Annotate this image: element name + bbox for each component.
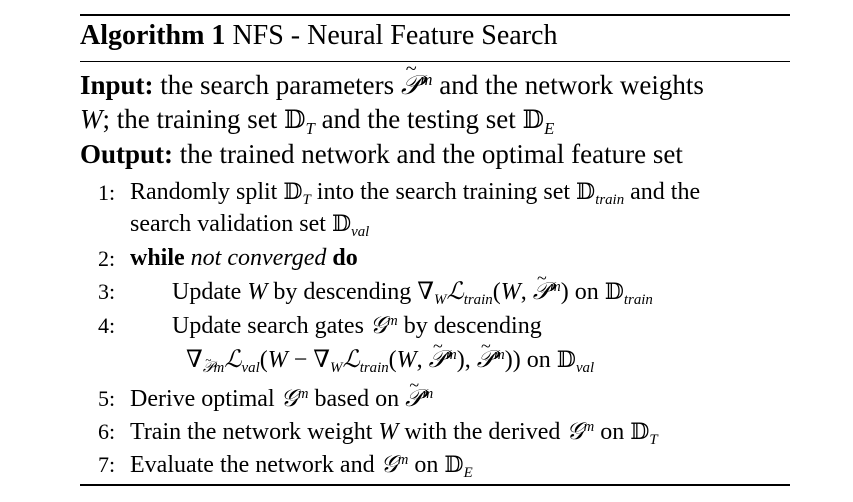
bottom-rule [80, 484, 790, 486]
math-dt: 𝔻 [283, 105, 306, 134]
step-number: 2: [98, 246, 116, 271]
step-4-line-1: Update search gates 𝒢m by descending [172, 311, 542, 339]
input-text: ; the training set [102, 104, 278, 134]
algorithm-title: NFS - Neural Feature Search [232, 20, 558, 51]
step-1-line-2: search validation set 𝔻val [130, 211, 370, 241]
input-text: and the network weights [439, 70, 704, 100]
step-number: 3: [98, 279, 116, 304]
input-label: Input: [80, 70, 154, 100]
math-p-tilde: 𝒫 [401, 72, 420, 99]
step-2-line: while not converged do [130, 245, 358, 271]
output-text: the trained network and the optimal feat… [179, 139, 683, 169]
input-line-2: W; the training set 𝔻T and the testing s… [80, 104, 555, 138]
output-label: Output: [80, 139, 174, 169]
input-text: and the testing set [321, 104, 516, 134]
step-1-line-1: Randomly split 𝔻T into the search traini… [130, 179, 701, 209]
step-number: 6: [98, 419, 116, 444]
algorithm-label: Algorithm 1 [80, 20, 226, 51]
step-4-line-2: ∇𝒫mℒval(W − ∇Wℒtrain(W, 𝒫m), 𝒫m)) on 𝔻va… [186, 347, 594, 376]
input-line-1: Input: the search parameters 𝒫m and the … [80, 70, 704, 100]
step-3-line: Update W by descending ∇Wℒtrain(W, 𝒫m) o… [172, 279, 653, 308]
step-6-line: Train the network weight W with the deri… [130, 417, 658, 449]
step-number: 1: [98, 180, 116, 205]
step-5-line: Derive optimal 𝒢m based on 𝒫m [130, 386, 433, 411]
math-de: 𝔻 [522, 105, 545, 134]
math-w: W [80, 104, 103, 134]
step-number: 4: [98, 313, 116, 338]
step-7-line: Evaluate the network and 𝒢m on 𝔻E [130, 450, 473, 482]
step-number: 5: [98, 386, 116, 411]
top-rule [80, 14, 790, 16]
step-number: 7: [98, 452, 116, 477]
input-text: the search parameters [160, 70, 395, 100]
output-line: Output: the trained network and the opti… [80, 141, 683, 168]
caption-rule [80, 61, 790, 62]
algorithm-caption: Algorithm 1 NFS - Neural Feature Search [80, 20, 557, 52]
